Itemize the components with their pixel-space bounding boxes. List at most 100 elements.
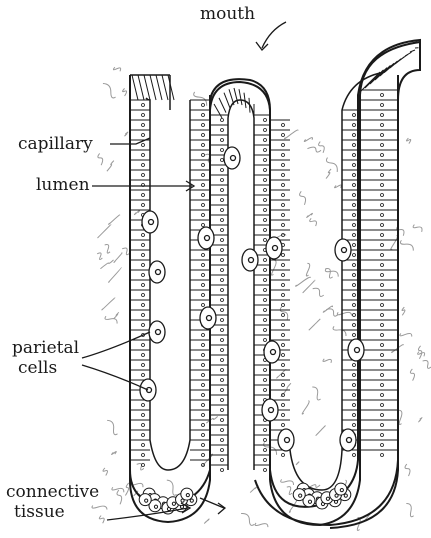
tissue-fiber [98,153,103,165]
tissue-fiber [103,468,107,476]
nucleus [142,274,145,277]
mouth-arrowhead [256,42,268,50]
nucleus [353,324,356,327]
nucleus [142,404,145,407]
nucleus [282,204,285,207]
nucleus [142,374,145,377]
nucleus [221,269,224,272]
nucleus [221,219,224,222]
tissue-fiber [399,410,402,424]
nucleus [264,269,267,272]
nucleus [264,319,267,322]
nucleus [202,334,205,337]
nucleus [221,359,224,362]
tissue-fiber [406,504,413,517]
nucleus [381,254,384,257]
nucleus [353,124,356,127]
nucleus [353,164,356,167]
right-gland-arm [270,42,420,528]
nucleus [282,214,285,217]
tissue-fiber [287,487,292,495]
nucleus [381,434,384,437]
nucleus [142,204,145,207]
cell-border [132,75,138,100]
nucleus [202,184,205,187]
nucleus [142,194,145,197]
nucleus [353,394,356,397]
parietal-label-line1: parietal [12,340,79,357]
nucleus [264,439,267,442]
nucleus [264,429,267,432]
nucleus [221,119,224,122]
nucleus [202,174,205,177]
nucleus [282,284,285,287]
tissue-fiber [337,312,351,315]
tissue-fiber [272,260,277,275]
nucleus [353,154,356,157]
cell-border [229,89,234,105]
tissue-fiber [117,490,122,504]
fundus-nucleus [344,494,347,497]
tissue-fiber [326,309,338,316]
nucleus [202,134,205,137]
nucleus [264,369,267,372]
nucleus [264,149,267,152]
nucleus [381,394,384,397]
nucleus [142,134,145,137]
tissue-fiber [281,479,294,485]
parietal-leader-2 [82,365,148,390]
tissue-fiber [296,277,311,286]
tissue-fiber [410,369,414,381]
tissue-fiber [391,235,398,250]
cell-border [224,93,230,108]
fundus-nucleus [154,505,157,508]
nucleus [221,149,224,152]
tissue-fiber [413,225,422,232]
nucleus [381,284,384,287]
nucleus [264,379,267,382]
nucleus [202,454,205,457]
nucleus [381,344,384,347]
nucleus [353,294,356,297]
gland-outer-wall [130,40,420,525]
nucleus [221,339,224,342]
nucleus [264,329,267,332]
nucleus [221,379,224,382]
nucleus [202,104,205,107]
nucleus [202,384,205,387]
tissue-fiber [167,480,177,495]
nucleus [381,204,384,207]
parietal-nucleus [149,220,154,225]
tissue-fiber [107,420,117,434]
cell-border [214,104,222,118]
tissue-fiber [97,253,102,260]
fundus-nucleus [299,494,302,497]
nucleus [202,154,205,157]
nucleus [202,164,205,167]
nucleus [221,259,224,262]
tissue-fiber [98,225,111,238]
nucleus [202,354,205,357]
nucleus [381,364,384,367]
parietal-nucleus [271,350,276,355]
tissue-fiber [402,307,405,315]
tissue-fiber [306,263,309,276]
nucleus [353,184,356,187]
nucleus [282,364,285,367]
nucleus [282,314,285,317]
tissue-fiber [300,191,306,204]
nucleus [221,439,224,442]
parietal-nucleus [156,330,161,335]
nucleus [381,224,384,227]
nucleus [221,299,224,302]
nucleus [221,159,224,162]
fundus-nucleus [186,493,189,496]
nucleus [282,174,285,177]
nucleus [142,454,145,457]
nucleus [381,114,384,117]
fundus-nucleus [308,500,311,503]
nucleus [353,204,356,207]
nucleus [381,294,384,297]
nucleus [264,179,267,182]
nucleus [221,249,224,252]
